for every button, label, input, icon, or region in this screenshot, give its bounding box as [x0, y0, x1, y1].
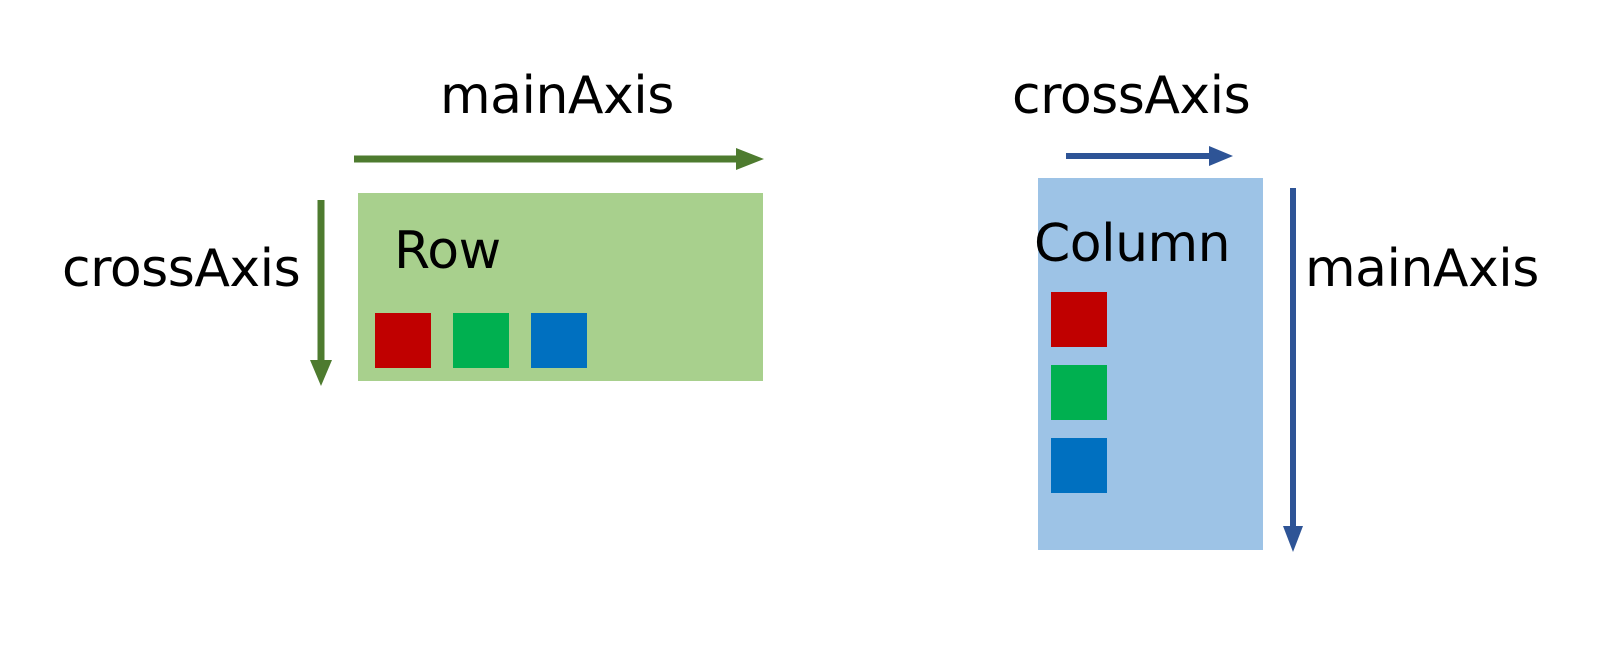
- row-main-axis-arrow-icon: [354, 148, 764, 170]
- row-main-axis-label: mainAxis: [440, 66, 674, 126]
- column-main-axis-arrow-icon: [1283, 188, 1303, 552]
- column-cross-axis-label: crossAxis: [1012, 66, 1251, 126]
- column-cross-axis-arrow-icon: [1066, 146, 1233, 166]
- row-container: Row: [358, 193, 763, 381]
- row-cross-axis-label: crossAxis: [62, 239, 301, 299]
- column-child-blue-square: [1051, 438, 1107, 493]
- row-container-label: Row: [394, 221, 501, 281]
- column-child-green-square: [1051, 365, 1107, 420]
- column-container-label: Column: [1034, 214, 1231, 274]
- column-children-list: [1051, 292, 1107, 493]
- row-children-list: [375, 313, 587, 368]
- column-child-red-square: [1051, 292, 1107, 347]
- row-diagram-group: mainAxis crossAxis Row: [0, 0, 820, 450]
- row-cross-axis-arrow-icon: [310, 200, 332, 386]
- row-child-blue-square: [531, 313, 587, 368]
- row-child-green-square: [453, 313, 509, 368]
- column-container: Column: [1034, 178, 1263, 550]
- row-child-red-square: [375, 313, 431, 368]
- column-main-axis-label: mainAxis: [1305, 239, 1539, 299]
